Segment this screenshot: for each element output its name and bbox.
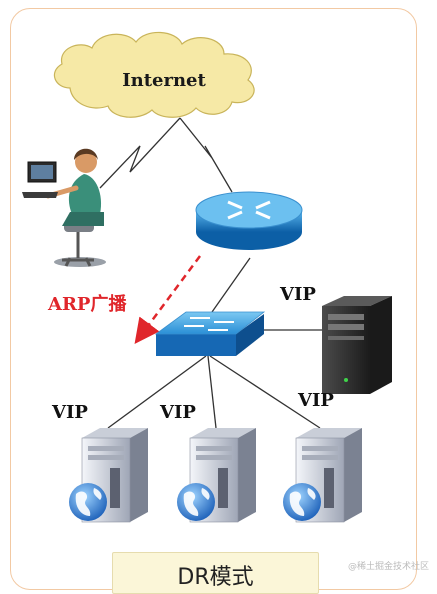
real-server-icon [177, 428, 256, 523]
network-diagram: Internet [22, 31, 392, 523]
vip-server1-label: VIP [51, 402, 88, 423]
client-user-icon [22, 148, 106, 267]
vip-server3-label: VIP [297, 390, 334, 411]
mode-caption-box: DR模式 [112, 552, 319, 594]
switch-server3-link [209, 355, 321, 429]
connection-lines [99, 117, 326, 429]
mode-caption: DR模式 [177, 565, 254, 590]
switch-server2-link [207, 355, 217, 429]
arp-broadcast-label: ARP广播 [47, 293, 127, 315]
director-server-icon [322, 296, 392, 394]
internet-label: Internet [122, 70, 206, 91]
arp-broadcast-arrow [134, 255, 202, 345]
lightning-link-right [179, 117, 233, 193]
switch-icon [154, 311, 266, 356]
cloud-icon [53, 31, 255, 118]
switch-server1-link [107, 355, 207, 429]
watermark: @稀土掘金技术社区 [347, 562, 429, 572]
vip-switch-label: VIP [279, 284, 316, 305]
router-icon [195, 191, 303, 250]
lightning-link-left [99, 117, 181, 189]
diagram-stage: Internet [10, 8, 429, 594]
real-server-icon [283, 428, 362, 523]
router-switch-link [211, 257, 251, 313]
real-server-icon [69, 428, 148, 523]
vip-server2-label: VIP [159, 402, 196, 423]
